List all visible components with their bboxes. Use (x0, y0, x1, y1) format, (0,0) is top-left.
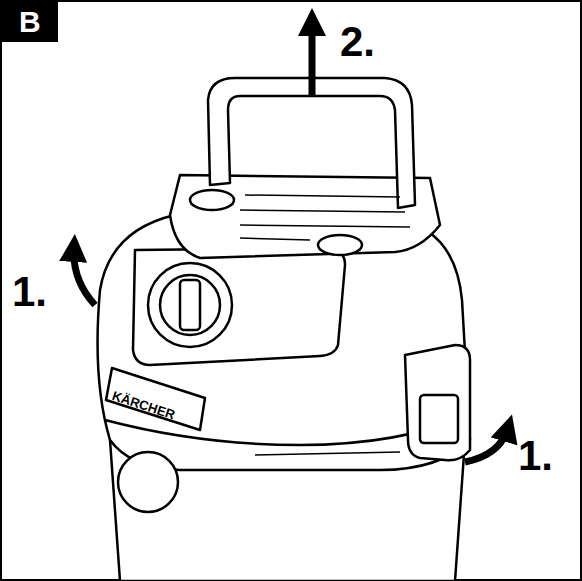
rotary-switch (148, 263, 232, 347)
step-number: 1. (518, 432, 553, 480)
figure-letter: B (19, 7, 41, 37)
motion-arrows (74, 22, 508, 462)
latch (405, 345, 470, 460)
lift-arrow (309, 22, 316, 95)
control-panel (133, 248, 345, 365)
unlock-arrow (465, 428, 508, 462)
latch-button (420, 395, 458, 443)
step-number: 1. (12, 268, 47, 316)
switch-knob (160, 275, 220, 335)
logo-plate (106, 368, 205, 430)
ribs (240, 195, 410, 455)
accessory-holder (318, 235, 362, 255)
unlock-arrow (74, 248, 95, 305)
suction-inlet (118, 452, 178, 512)
switch-grip (180, 280, 200, 330)
accessory-holder (190, 190, 234, 210)
figure-letter-box: B (2, 2, 58, 42)
carry-handle (208, 78, 415, 208)
step-number: 2. (340, 18, 375, 66)
